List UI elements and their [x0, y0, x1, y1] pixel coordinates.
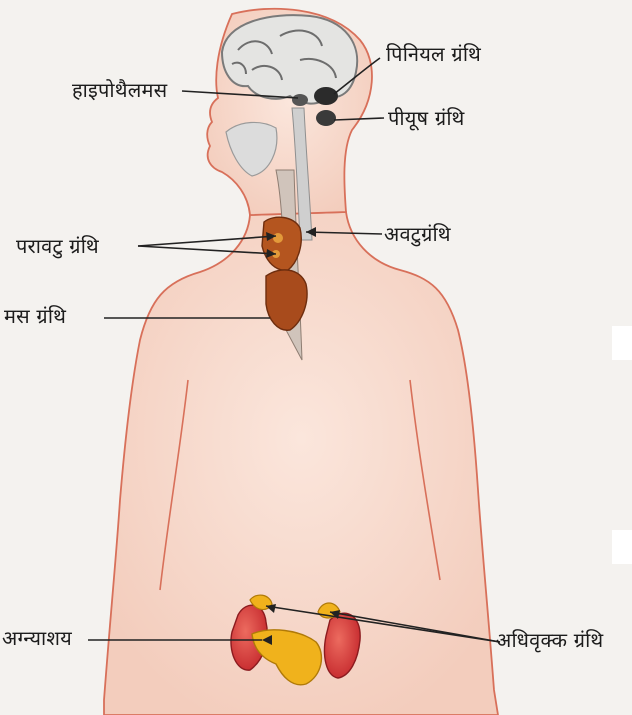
thymus-label: मस ग्रंथि [4, 304, 66, 328]
pineal-gland [314, 87, 338, 105]
hypothalamus-label: हाइपोथैलमस [72, 78, 167, 102]
parathyroid-label: परावटु ग्रंथि [16, 234, 99, 258]
adrenal-label: अधिवृक्क ग्रंथि [496, 628, 603, 652]
pituitary-gland [316, 110, 336, 126]
thyroid-label: अवटुग्रंथि [384, 222, 451, 246]
edge-mark [612, 326, 632, 360]
parathyroid-gland-1 [273, 233, 283, 243]
pituitary-label: पीयूष ग्रंथि [388, 106, 465, 130]
hypothalamus-area [292, 94, 308, 106]
pancreas-label: अग्न्याशय [2, 626, 72, 650]
pineal-label: पिनियल ग्रंथि [386, 42, 481, 66]
edge-mark [612, 530, 632, 564]
